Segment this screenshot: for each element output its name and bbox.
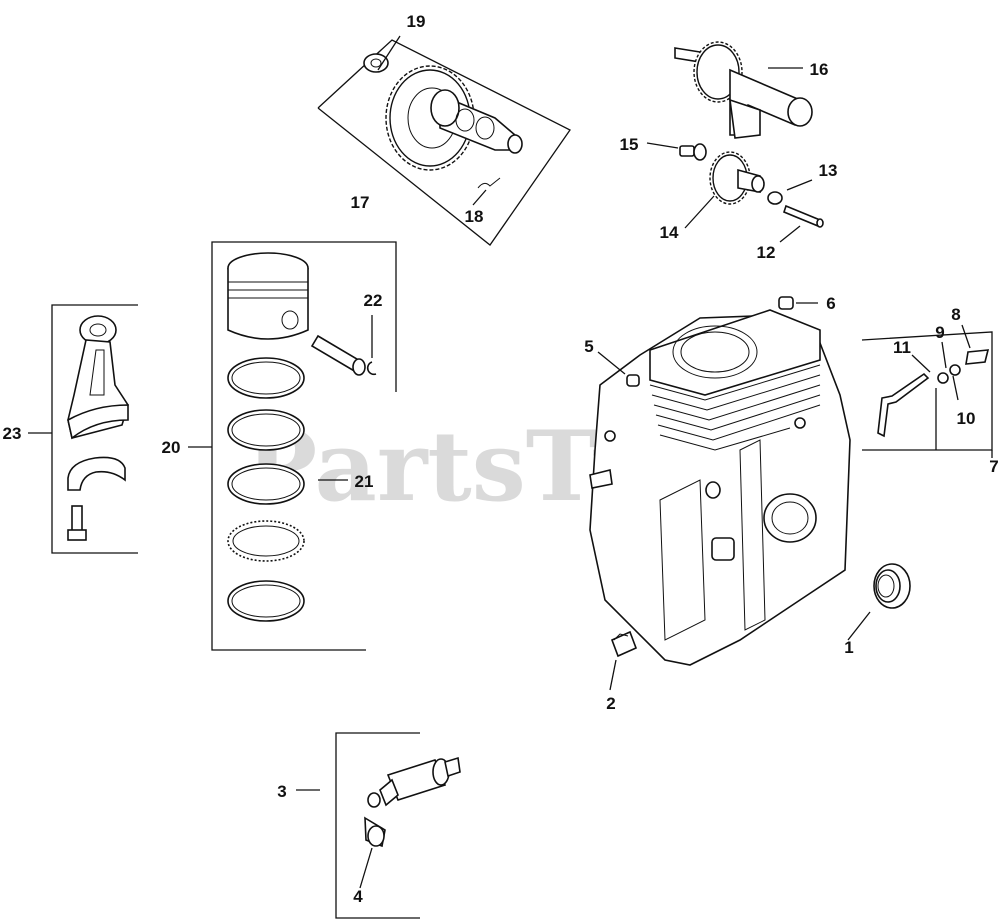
callout-17[interactable]: 17 xyxy=(351,193,370,212)
callout-5[interactable]: 5 xyxy=(584,337,593,356)
callout-22[interactable]: 22 xyxy=(364,291,383,310)
callout-23[interactable]: 23 xyxy=(3,424,22,443)
piston-rings[interactable] xyxy=(227,357,305,622)
balance-gear-group xyxy=(646,41,824,243)
washer-19[interactable] xyxy=(363,53,389,73)
governor-shaft-11[interactable] xyxy=(877,372,930,438)
callout-2[interactable]: 2 xyxy=(606,694,615,713)
callout-6[interactable]: 6 xyxy=(826,294,835,313)
callout-14[interactable]: 14 xyxy=(660,223,679,242)
piston[interactable] xyxy=(227,252,309,340)
callout-labels: 1 2 3 4 5 6 7 8 9 10 11 12 13 14 15 16 1… xyxy=(3,12,999,906)
connecting-rod-group xyxy=(28,304,138,554)
cam-gear[interactable] xyxy=(385,65,523,171)
pin-8[interactable] xyxy=(965,349,990,365)
dowel-5[interactable] xyxy=(626,374,640,387)
gear-14[interactable] xyxy=(709,151,765,205)
callout-10[interactable]: 10 xyxy=(957,409,976,428)
rod-bolt[interactable] xyxy=(67,505,87,541)
callout-4[interactable]: 4 xyxy=(353,887,363,906)
callout-19[interactable]: 19 xyxy=(407,12,426,31)
connecting-rod[interactable] xyxy=(67,315,129,440)
o-ring-4[interactable] xyxy=(364,792,386,848)
callout-18[interactable]: 18 xyxy=(465,207,484,226)
crankcase[interactable] xyxy=(589,309,851,666)
pin-18[interactable] xyxy=(477,177,501,189)
callout-16[interactable]: 16 xyxy=(810,60,829,79)
oil-fill-group xyxy=(296,732,461,919)
callout-11[interactable]: 11 xyxy=(893,338,911,357)
callout-1[interactable]: 1 xyxy=(844,638,853,657)
governor-group xyxy=(861,324,993,458)
dowel-6[interactable] xyxy=(778,296,794,310)
callout-21[interactable]: 21 xyxy=(355,472,374,491)
retainer-22[interactable] xyxy=(366,361,377,376)
callout-7[interactable]: 7 xyxy=(989,457,998,476)
callout-20[interactable]: 20 xyxy=(162,438,181,457)
callout-12[interactable]: 12 xyxy=(757,243,776,262)
shaft-12[interactable] xyxy=(783,204,824,228)
bolt-15[interactable] xyxy=(679,143,707,161)
washer-13[interactable] xyxy=(767,191,783,205)
callout-13[interactable]: 13 xyxy=(819,161,838,180)
piston-pin[interactable] xyxy=(310,334,366,376)
oil-seal-1[interactable] xyxy=(873,563,911,609)
callout-15[interactable]: 15 xyxy=(620,135,639,154)
plug-2[interactable] xyxy=(610,630,638,658)
washer-10[interactable] xyxy=(949,364,961,376)
piston-group xyxy=(188,241,397,651)
callout-8[interactable]: 8 xyxy=(951,305,960,324)
balance-shaft-16[interactable] xyxy=(674,41,813,139)
oil-fill-tube-3[interactable] xyxy=(379,756,461,807)
callout-9[interactable]: 9 xyxy=(935,323,944,342)
camshaft-group xyxy=(317,35,571,246)
washer-9[interactable] xyxy=(937,372,949,384)
rod-cap[interactable] xyxy=(67,456,126,491)
callout-3[interactable]: 3 xyxy=(277,782,286,801)
